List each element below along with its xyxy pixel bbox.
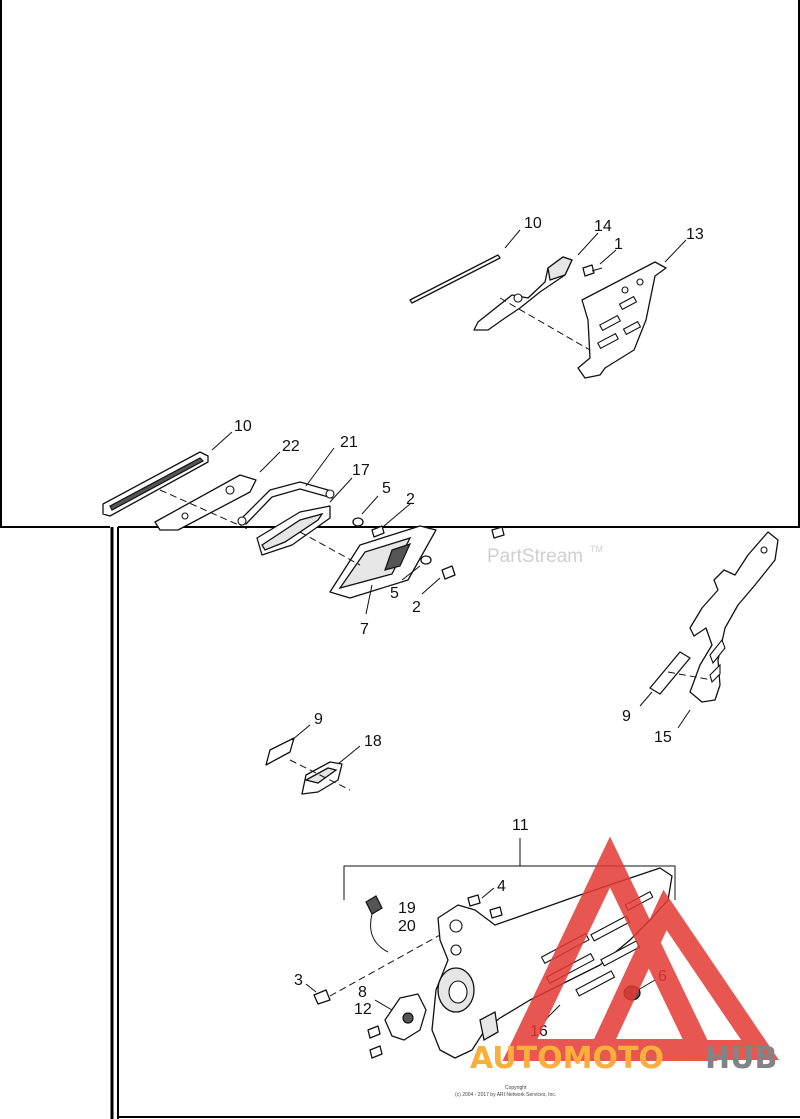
svg-text:PartStream: PartStream [487,546,583,567]
loose-screw [491,526,505,539]
callout-15: 15 [654,729,672,746]
part-14-bracket [473,256,573,331]
part-3-screw [313,989,331,1005]
part-18-cover [301,761,343,795]
callout-8: 8 [358,984,367,1001]
part-19-20-connector [365,895,389,953]
partstream-watermark: PartStream TM [487,544,603,567]
callout-17: 17 [352,462,370,479]
callout-13: 13 [686,226,704,243]
callout-2-a: 2 [406,491,415,508]
part-9-gasket-left [265,737,295,766]
callout-5-a: 5 [382,480,391,497]
callout-3: 3 [294,972,303,989]
callout-20: 20 [398,918,416,935]
callout-10-top: 10 [524,215,542,232]
part-7-lens [329,525,437,599]
callout-1: 1 [614,236,623,253]
callout-9-left: 9 [314,711,323,728]
callout-21: 21 [340,434,358,451]
part-8-12-clip [367,993,427,1059]
logo-text-automoto: AUTOMOTO [470,1041,664,1076]
logo-text-hub: HUB [705,1041,777,1076]
callout-18: 18 [364,733,382,750]
part-17-housing [256,505,331,556]
part-4-screws [467,894,503,919]
callout-10-middle: 10 [234,418,252,435]
part-9-gasket-right [649,651,691,695]
callout-7: 7 [360,621,369,638]
svg-text:(c) 2004 - 2017 by ARI Network: (c) 2004 - 2017 by ARI Network Services,… [455,1092,556,1098]
part-2-screw-b [441,565,456,580]
part-10-bar-middle [102,451,209,517]
callout-4: 4 [497,878,506,895]
part-2-screw-a [371,525,385,538]
callout-2-b: 2 [412,599,421,616]
automotohub-logo: AUTOMOTO HUB [470,836,779,1076]
part-13-plate [577,261,667,379]
callout-22: 22 [282,438,300,455]
part-1-screw [582,264,603,277]
callout-14: 14 [594,218,612,235]
copyright-notice: Copyright (c) 2004 - 2017 by ARI Network… [455,1085,556,1098]
part-5-washer-a [352,517,364,527]
callout-12: 12 [354,1001,372,1018]
part-22-holder [154,474,257,531]
part-5-washer-b [420,555,432,565]
part-15-bracket [689,531,779,703]
callout-19: 19 [398,900,416,917]
callout-9-right: 9 [622,708,631,725]
part-10-rod-top [409,254,501,304]
leader-lines [211,229,691,1021]
assembly-11-bracket-line [343,838,676,900]
part-21-clip [237,481,335,526]
callout-5-b: 5 [390,585,399,602]
svg-text:Copyright: Copyright [505,1085,527,1091]
callout-11: 11 [512,817,529,834]
svg-text:TM: TM [590,544,603,554]
